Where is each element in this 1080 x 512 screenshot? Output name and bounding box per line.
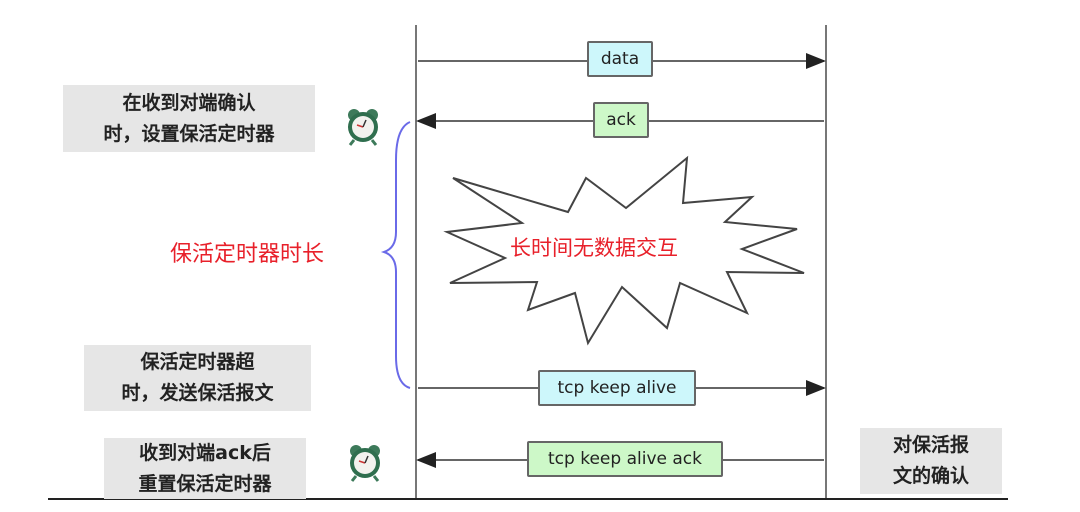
timer-duration-label: 保活定时器时长 — [170, 242, 325, 267]
note-ack-of-keepalive: 对保活报 文的确认 — [860, 428, 1002, 494]
alarm-clock-icon — [350, 445, 380, 482]
note-timeout: 保活定时器超 时，发送保活报文 — [84, 345, 311, 411]
note-reset-timer: 收到对端ack后 重置保活定时器 — [104, 438, 306, 499]
message-keepalive: tcp keep alive — [538, 370, 696, 406]
note-set-timer: 在收到对端确认 时，设置保活定时器 — [63, 85, 315, 152]
message-ack: ack — [593, 102, 649, 138]
message-data: data — [587, 41, 653, 77]
alarm-clock-icon — [348, 109, 378, 146]
message-keepalive-ack: tcp keep alive ack — [527, 441, 723, 477]
burst-shape — [443, 155, 805, 346]
brace — [380, 121, 411, 389]
idle-label: 长时间无数据交互 — [510, 236, 678, 260]
